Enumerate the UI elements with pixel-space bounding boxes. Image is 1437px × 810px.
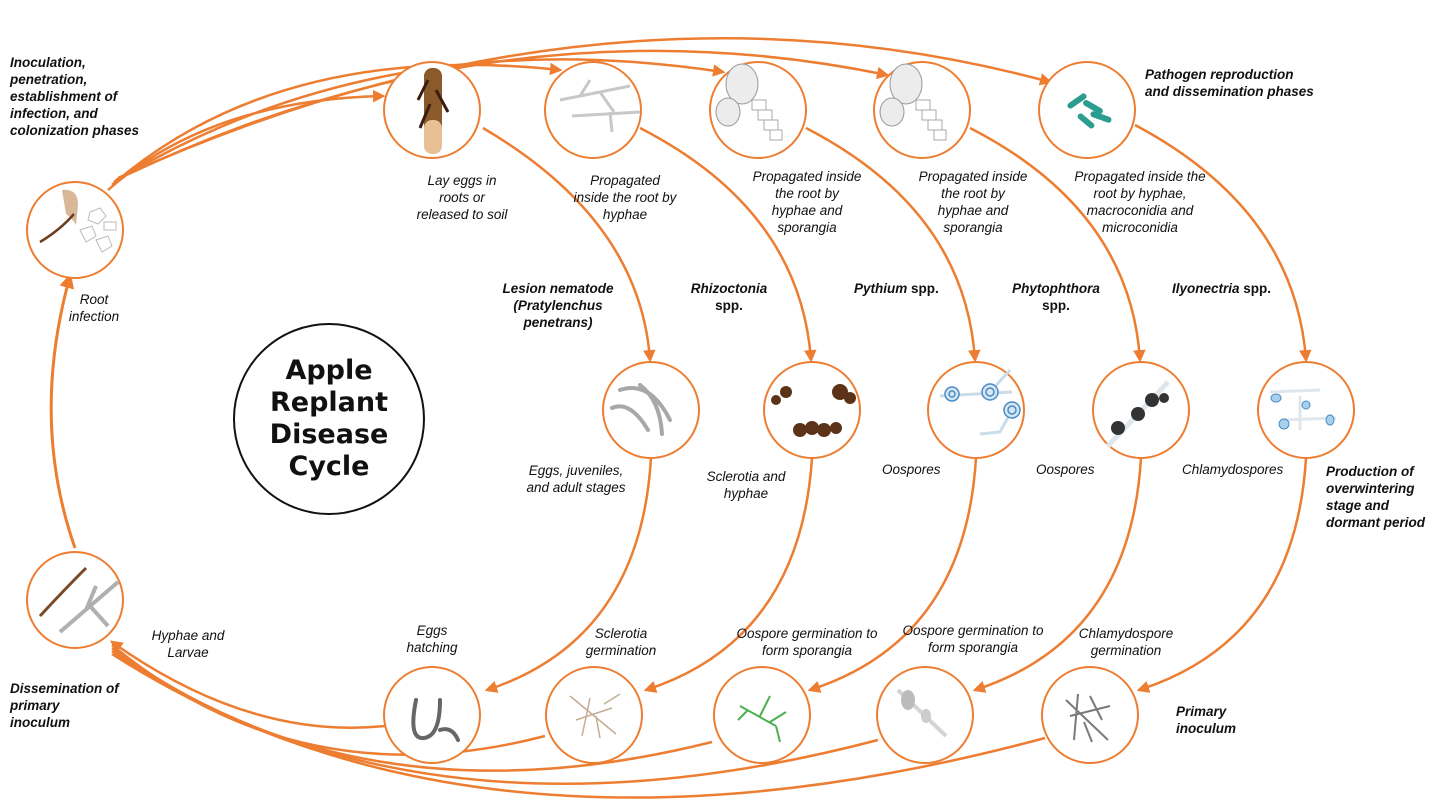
phytophthora-name: Phytophthora spp. bbox=[1006, 280, 1106, 314]
arrow-pythium-down bbox=[806, 128, 975, 360]
rhizoctonia-germination-label: Sclerotia germination bbox=[574, 625, 668, 659]
pythium-overwintering-label: Oospores bbox=[882, 461, 962, 478]
nematode-propagation-label: Lay eggs in roots or released to soil bbox=[412, 172, 512, 223]
phytophthora-germination-label: Oospore germination to form sporangia bbox=[898, 622, 1048, 656]
overwintering-phase-label: Production of overwintering stage and do… bbox=[1326, 463, 1426, 531]
hyphae-larvae-label: Hyphae and Larvae bbox=[150, 627, 226, 661]
arrow-ilyonectria-down bbox=[1135, 125, 1306, 360]
rhizoctonia-propagation-label: Propagated inside the root by hyphae bbox=[572, 172, 678, 223]
ilyonectria-overwintering-label: Chlamydospores bbox=[1182, 461, 1302, 478]
primary-inoculum-label: Primary inoculum bbox=[1176, 703, 1256, 737]
ilyonectria-overwintering-circle bbox=[1258, 362, 1354, 458]
rhizoctonia-propagation-circle bbox=[545, 62, 641, 158]
ilyonectria-name: Ilyonectria spp. bbox=[1172, 280, 1292, 297]
nematode-name: Lesion nematode (Pratylenchus penetrans) bbox=[498, 280, 618, 331]
nematode-germination-circle bbox=[384, 667, 480, 763]
arrow-germ-rhizoctonia-back bbox=[112, 645, 545, 755]
nematode-germination-label: Eggs hatching bbox=[404, 622, 460, 656]
dissemination-phase-label: Dissemination of primary inoculum bbox=[10, 680, 120, 731]
nematode-overwintering-label: Eggs, juveniles, and adult stages bbox=[518, 462, 634, 496]
rhizoctonia-name: Rhizoctonia spp. bbox=[684, 280, 774, 314]
rhizoctonia-overwintering-label: Sclerotia and hyphae bbox=[706, 468, 786, 502]
phytophthora-overwintering-label: Oospores bbox=[1036, 461, 1116, 478]
pythium-name: Pythium spp. bbox=[854, 280, 964, 297]
arrow-to-nematode bbox=[108, 96, 383, 190]
ilyonectria-propagation-label: Propagated inside the root by hyphae, ma… bbox=[1072, 168, 1208, 236]
pythium-propagation-label: Propagated inside the root by hyphae and… bbox=[752, 168, 862, 236]
ilyonectria-germination-label: Chlamydospore germination bbox=[1066, 625, 1186, 659]
dissemination-circle bbox=[27, 552, 123, 648]
pythium-germination-circle bbox=[714, 667, 810, 763]
infection-phase-label: Inoculation, penetration, establishment … bbox=[10, 54, 140, 139]
nematode-overwintering-circle bbox=[603, 362, 699, 458]
pythium-germination-label: Oospore germination to form sporangia bbox=[732, 625, 882, 659]
ilyonectria-germination-circle bbox=[1042, 667, 1138, 763]
arrow-to-rhizoctonia bbox=[112, 65, 560, 185]
diagram-title: Apple Replant Disease Cycle bbox=[233, 323, 425, 515]
phytophthora-propagation-label: Propagated inside the root by hyphae and… bbox=[918, 168, 1028, 236]
arrow-rhizoctonia-down bbox=[640, 128, 811, 360]
arrow-phytophthora-down bbox=[970, 128, 1140, 360]
reproduction-phase-label: Pathogen reproduction and dissemination … bbox=[1145, 66, 1315, 100]
rhizoctonia-overwintering-circle bbox=[764, 362, 860, 458]
ilyonectria-propagation-circle bbox=[1039, 62, 1135, 158]
root-infection-label: Root infection bbox=[64, 291, 124, 325]
